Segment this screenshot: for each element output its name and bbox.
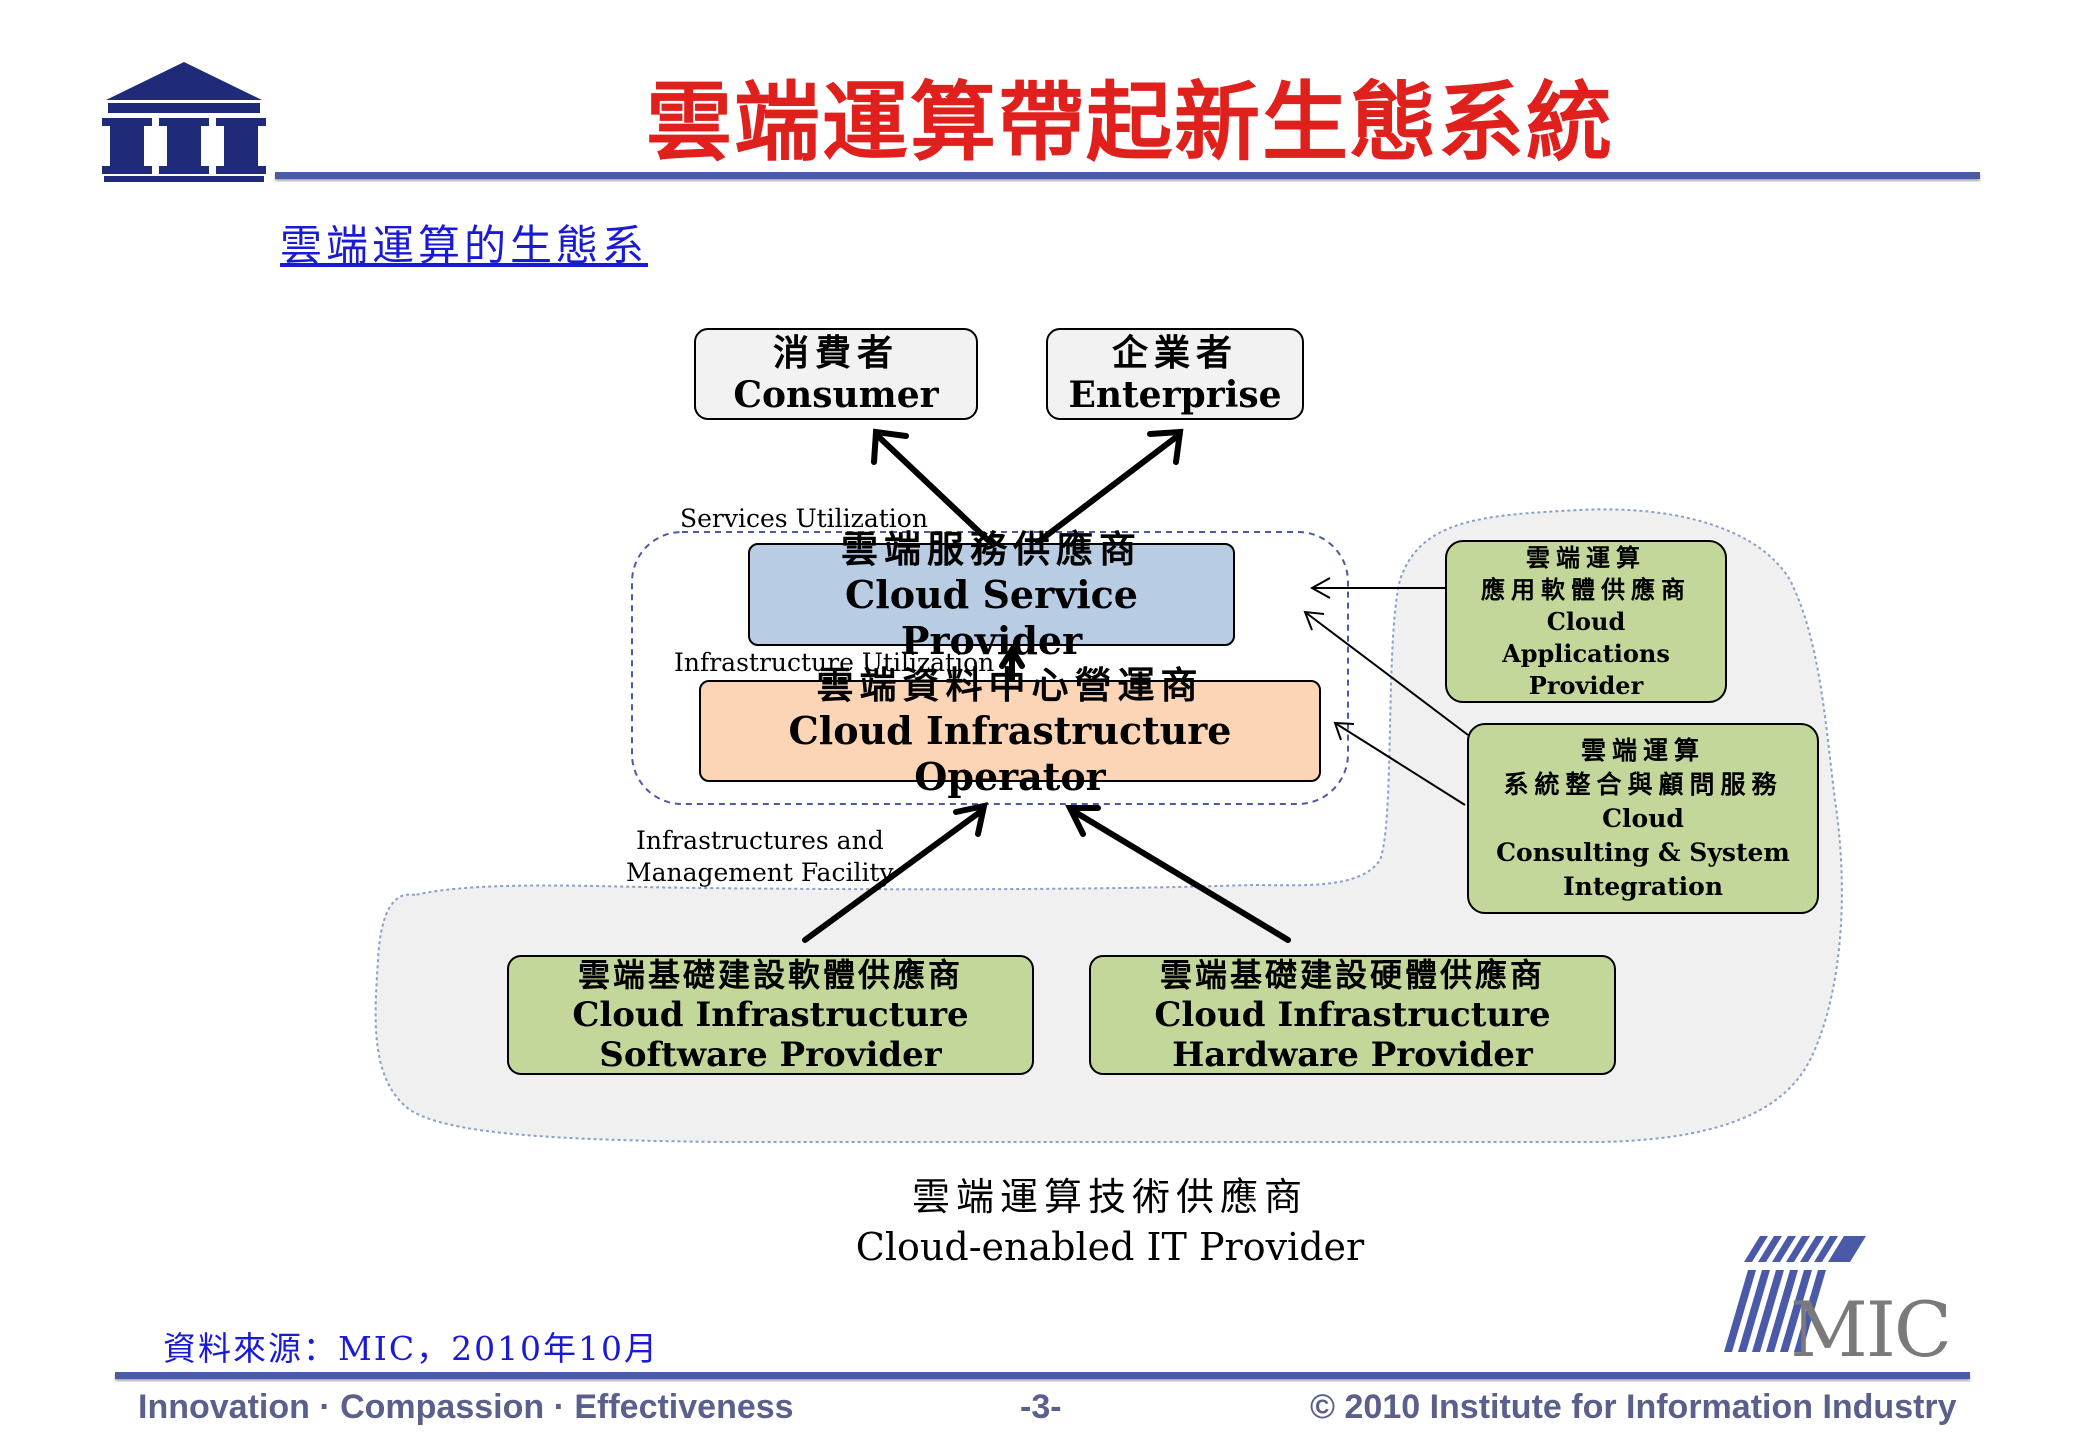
consulting-label-en1: Cloud	[1602, 803, 1684, 833]
hardware-label-en2: Hardware Provider	[1172, 1035, 1533, 1075]
enterprise-label-zh: 企業者	[1111, 332, 1238, 374]
software-label-en2: Software Provider	[599, 1035, 942, 1075]
infra-operator-label-en: Cloud Infrastructure Operator	[788, 708, 1232, 799]
hardware-label-en1: Cloud Infrastructure	[1154, 995, 1551, 1035]
cloud-service-provider-box: 雲端服務供應商 Cloud Service Provider	[748, 527, 1235, 663]
service-provider-label-en: Cloud Service Provider	[845, 571, 1138, 663]
apps-label-en1: Cloud	[1546, 606, 1626, 636]
mic-logo-text: MIC	[1790, 1285, 1952, 1374]
footer-copyright: © 2010 Institute for Information Industr…	[1310, 1388, 1957, 1426]
cloud-applications-provider-box: 雲端運算 應用軟體供應商 Cloud Applications Provider	[1445, 540, 1727, 703]
footer-slogan: Innovation · Compassion · Effectiveness	[138, 1388, 794, 1426]
it-provider-caption: 雲端運算技術供應商 Cloud-enabled IT Provider	[780, 1172, 1440, 1272]
infrastructure-utilization-label: Infrastructure Utilization	[674, 648, 995, 677]
consulting-label-en3: Integration	[1562, 871, 1724, 901]
consumer-label-en: Consumer	[733, 374, 939, 416]
apps-label-en3: Provider	[1528, 670, 1644, 700]
cloud-infra-hardware-provider-box: 雲端基礎建設硬體供應商 Cloud Infrastructure Hardwar…	[1089, 955, 1616, 1075]
software-label-zh: 雲端基礎建設軟體供應商	[577, 956, 963, 994]
consulting-label-zh1: 雲端運算	[1580, 735, 1705, 765]
section-subtitle-link[interactable]: 雲端運算的生態系	[280, 221, 649, 270]
infra-operator-label-zh: 雲端資料中心營運商	[816, 663, 1204, 707]
hardware-label-zh: 雲端基礎建設硬體供應商	[1159, 956, 1545, 994]
it-provider-label-en: Cloud-enabled IT Provider	[855, 1225, 1365, 1269]
cloud-infrastructure-operator-box: 雲端資料中心營運商 Cloud Infrastructure Operator	[699, 663, 1321, 799]
footer-divider	[115, 1372, 1970, 1379]
apps-label-en2: Applications	[1502, 638, 1670, 668]
source-note: 資料來源：MIC，2010年10月	[163, 1329, 660, 1368]
service-provider-label-zh: 雲端服務供應商	[841, 526, 1142, 571]
it-provider-label-zh: 雲端運算技術供應商	[911, 1175, 1308, 1219]
consulting-label-en2: Consulting & System	[1496, 837, 1790, 867]
cloud-infra-software-provider-box: 雲端基礎建設軟體供應商 Cloud Infrastructure Softwar…	[507, 955, 1034, 1075]
facility-label-line2: Management Facility	[626, 858, 894, 887]
consumer-box: 消費者 Consumer	[694, 328, 978, 420]
footer-page-number: -3-	[1020, 1388, 1062, 1426]
page-title: 雲端運算帶起新生態系統	[646, 73, 1614, 173]
enterprise-label-en: Enterprise	[1068, 374, 1282, 416]
apps-label-zh2: 應用軟體供應商	[1481, 574, 1691, 604]
consumer-label-zh: 消費者	[772, 332, 899, 374]
header-divider	[275, 172, 1980, 179]
thin-arrows	[1303, 577, 1469, 806]
cloud-consulting-integration-box: 雲端運算 系統整合與顧問服務 Cloud Consulting & System…	[1467, 723, 1819, 914]
consulting-label-zh2: 系統整合與顧問服務	[1503, 769, 1783, 799]
software-label-en1: Cloud Infrastructure	[572, 995, 969, 1035]
facility-label-line1: Infrastructures and	[636, 826, 884, 855]
apps-label-zh1: 雲端運算	[1526, 542, 1646, 572]
enterprise-box: 企業者 Enterprise	[1046, 328, 1304, 420]
services-utilization-label: Services Utilization	[680, 504, 928, 533]
